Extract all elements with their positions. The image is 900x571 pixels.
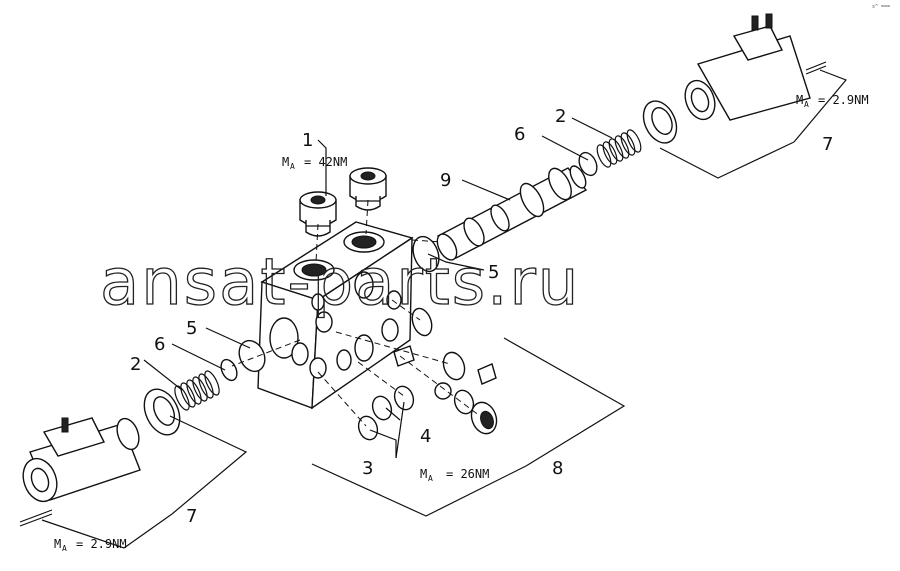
torque-spec-plug: M A = 42NM (282, 155, 347, 171)
solenoid-7-right (684, 13, 827, 121)
o-ring-6-left (220, 358, 238, 382)
callout-6-right: 6 (514, 124, 525, 145)
nut-right (642, 100, 678, 144)
callout-5-right: 5 (488, 262, 499, 283)
svg-text:A: A (804, 100, 809, 109)
svg-text:A: A (428, 474, 433, 483)
callout-9: 9 (440, 170, 451, 191)
assembly-guides (231, 199, 481, 427)
callout-2-left: 2 (130, 354, 141, 375)
callout-7-left: 7 (186, 506, 197, 527)
callout-7-right: 7 (822, 134, 833, 155)
callout-5-left: 5 (186, 318, 197, 339)
o-ring-5-left (238, 339, 266, 373)
o-rings-3-4 (357, 385, 415, 441)
svg-text:A: A (62, 544, 67, 553)
svg-text:= 42NM: = 42NM (304, 155, 347, 169)
torque-spec-valve-8: M A = 26NM (420, 467, 489, 483)
callout-6-left: 6 (154, 334, 165, 355)
watermark-text: ansat-parts.ru (100, 246, 580, 320)
callout-4: 4 (420, 426, 431, 447)
nut-left (143, 388, 181, 436)
svg-text:M: M (420, 467, 427, 481)
svg-text:A: A (290, 162, 295, 171)
leader-lines (41, 69, 847, 549)
svg-text:M: M (282, 155, 289, 169)
spool-9 (436, 165, 588, 261)
callout-1: 1 (302, 130, 313, 151)
callout-2-right: 2 (555, 106, 566, 127)
spring-2-left (174, 370, 220, 411)
svg-text:M: M (796, 93, 803, 107)
corner-mark: s^ === (872, 4, 890, 10)
torque-spec-solenoid-right: M A = 2.9NM (796, 93, 869, 109)
solenoid-7-left (19, 417, 141, 527)
spring-2-right (596, 129, 642, 168)
o-ring-5-right (412, 235, 440, 273)
callout-3: 3 (362, 458, 373, 479)
torque-spec-solenoid-left: M A = 2.9NM (54, 537, 127, 553)
svg-text:= 2.9NM: = 2.9NM (76, 537, 127, 551)
svg-text:= 26NM: = 26NM (446, 467, 489, 481)
o-ring-right-side (411, 307, 433, 337)
callout-8: 8 (552, 458, 563, 479)
valve-parts-8 (393, 345, 498, 435)
plug-1-right (349, 167, 387, 211)
svg-text:= 2.9NM: = 2.9NM (818, 93, 869, 107)
svg-text:M: M (54, 537, 61, 551)
